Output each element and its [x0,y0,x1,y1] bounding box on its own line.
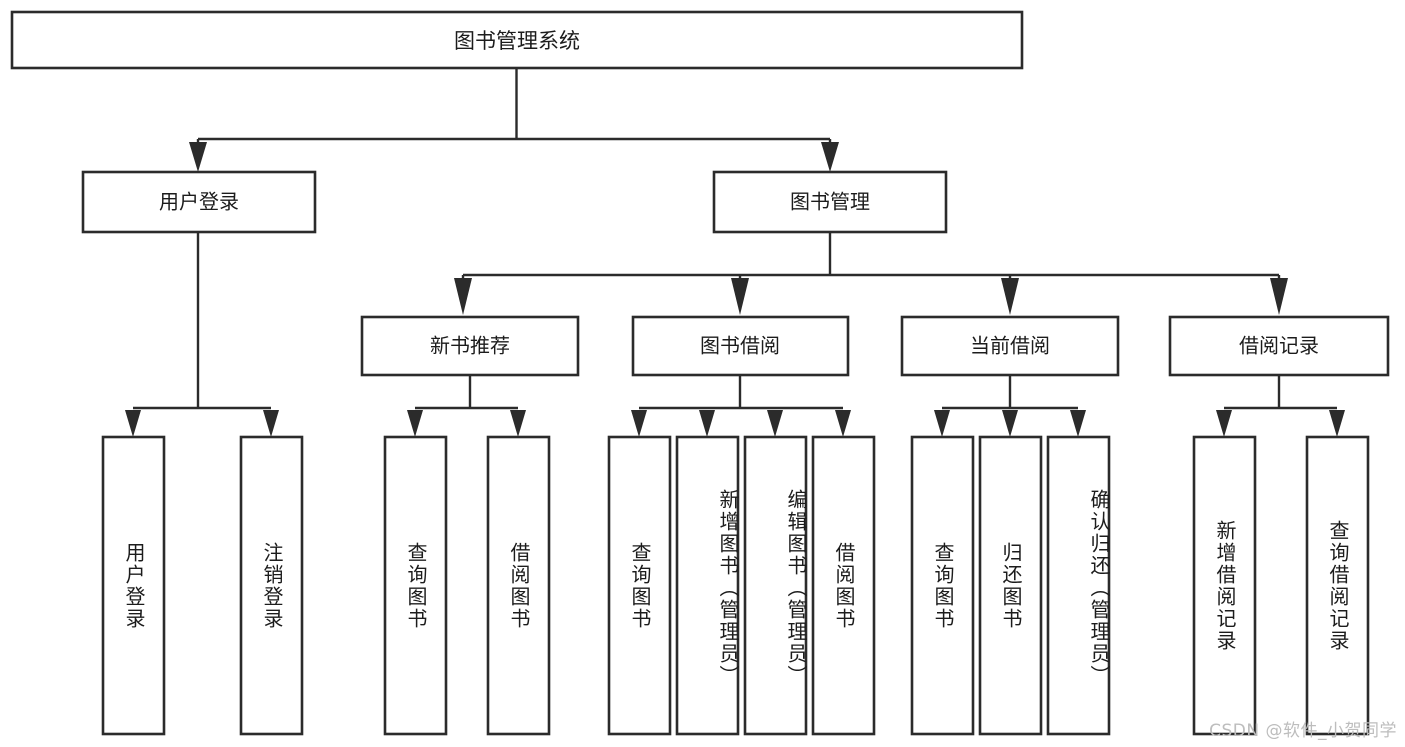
node-leaf-add-record-box[interactable] [1192,435,1257,736]
arrowhead-leaf-edit-book [767,410,783,437]
node-leaf-query-record-box[interactable] [1305,435,1370,736]
node-leaf-user-login-box[interactable] [101,435,166,736]
node-borrow-record-label: 借阅记录 [1239,334,1319,358]
node-current-borrow-box[interactable] [900,315,1120,377]
node-book-borrow[interactable]: 图书借阅 [631,315,850,377]
connectors-layer [125,68,1345,437]
node-book-borrow-box[interactable] [631,315,850,377]
arrowhead-leaf-confirm-return [1070,410,1086,437]
node-borrow-record[interactable]: 借阅记录 [1168,315,1390,377]
arrowhead-current-borrow [1001,278,1019,315]
node-leaf-logout-box[interactable] [239,435,304,736]
node-current-borrow-label: 当前借阅 [970,334,1050,358]
arrowhead-leaf-borrow-book-b [835,410,851,437]
node-leaf-query-book-c-box[interactable] [910,435,975,736]
leaf-boxes-layer [101,435,1370,736]
node-leaf-return-book-box[interactable] [978,435,1043,736]
node-new-book-recommend[interactable]: 新书推荐 [360,315,580,377]
node-root-box[interactable] [10,10,1024,70]
arrowhead-borrow-record [1270,278,1288,315]
node-user-login-l2-label: 用户登录 [159,190,239,214]
arrowhead-leaf-add-record [1216,410,1232,437]
node-leaf-borrow-book-b-box[interactable] [811,435,876,736]
node-current-borrow[interactable]: 当前借阅 [900,315,1120,377]
node-leaf-add-book-box[interactable] [675,435,740,736]
arrowhead-leaf-add-book [699,410,715,437]
node-new-book-recommend-label: 新书推荐 [430,334,510,358]
node-leaf-borrow-book-a-box[interactable] [486,435,551,736]
arrowhead-leaf-query-book-a [407,410,423,437]
node-leaf-query-book-a-box[interactable] [383,435,448,736]
node-user-login-l2-box[interactable] [81,170,317,234]
arrowhead-book-mgmt [821,142,839,172]
csdn-watermark: CSDN @软件_小贺同学 [1209,721,1397,741]
arrowhead-leaf-borrow-book-a [510,410,526,437]
node-leaf-confirm-return-box[interactable] [1046,435,1111,736]
arrowhead-leaf-query-book-c [934,410,950,437]
node-root-label: 图书管理系统 [454,29,580,53]
arrowhead-new-book-rec [454,278,472,315]
node-borrow-record-box[interactable] [1168,315,1390,377]
node-root[interactable]: 图书管理系统 [10,10,1024,70]
arrowhead-book-borrow [731,278,749,315]
arrowhead-leaf-query-book-b [631,410,647,437]
arrowhead-leaf-query-record [1329,410,1345,437]
node-book-management-l2-box[interactable] [712,170,948,234]
node-user-login-l2[interactable]: 用户登录 [81,170,317,234]
node-book-management-l2-label: 图书管理 [790,190,870,214]
node-book-borrow-label: 图书借阅 [700,334,780,358]
node-leaf-query-book-b-box[interactable] [607,435,672,736]
arrowhead-user-login [189,142,207,172]
node-new-book-recommend-box[interactable] [360,315,580,377]
node-book-management-l2[interactable]: 图书管理 [712,170,948,234]
arrowhead-leaf-logout [263,410,279,437]
arrowhead-leaf-return-book [1002,410,1018,437]
arrowhead-leaf-user-login [125,410,141,437]
node-leaf-edit-book-box[interactable] [743,435,808,736]
